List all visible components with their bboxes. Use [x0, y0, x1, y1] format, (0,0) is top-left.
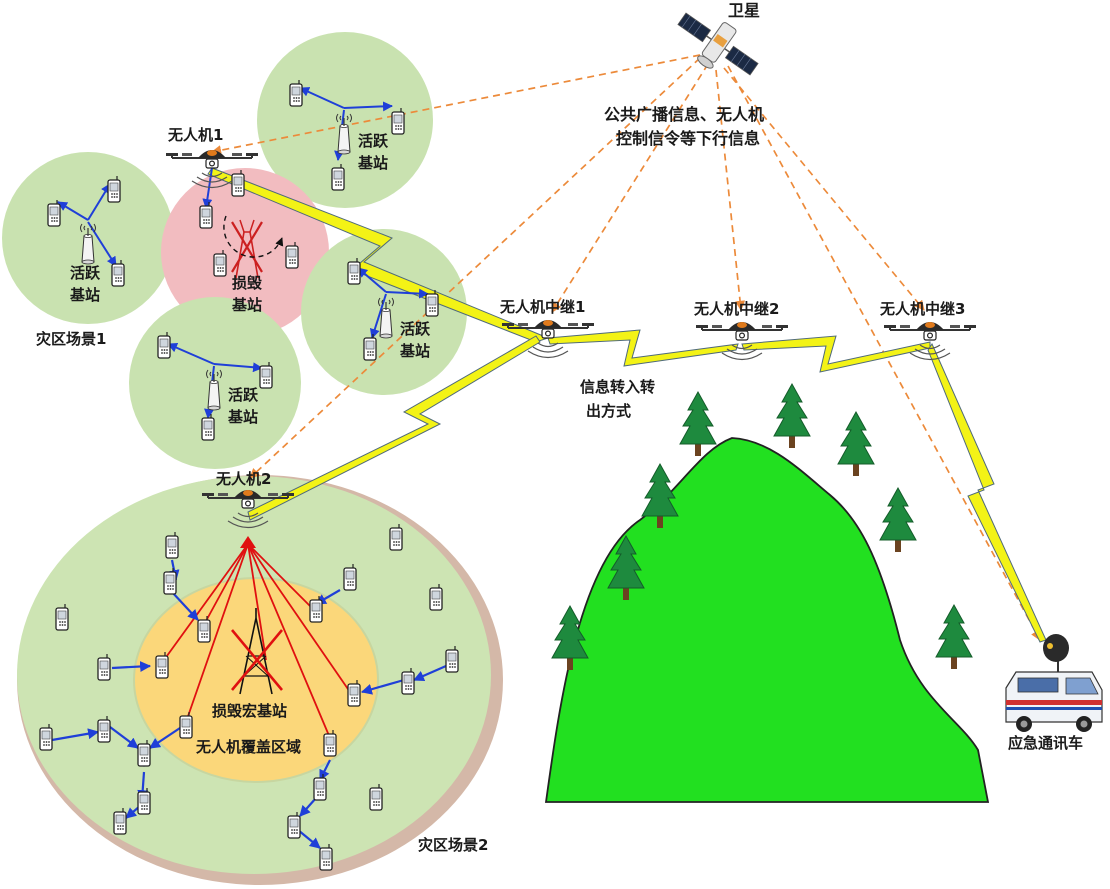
phone-icon: [259, 361, 273, 389]
phone-icon: [363, 333, 377, 361]
phone-icon: [199, 201, 213, 229]
label-drone-coverage: 无人机覆盖区域: [195, 738, 301, 756]
label-relay2: 无人机中继2: [693, 300, 779, 318]
label-bottom-active-bs-1: 活跃: [228, 386, 259, 404]
scene2-area: [17, 475, 503, 885]
phone-icon: [391, 107, 405, 135]
tree-icon: [935, 604, 973, 670]
label-right-active-bs-1: 活跃: [400, 320, 431, 338]
label-top-active-bs-1: 活跃: [358, 132, 389, 150]
satellite-icon: [677, 12, 759, 76]
label-emergency-vehicle: 应急通讯车: [1008, 734, 1083, 752]
phone-icon: [319, 843, 333, 871]
phone-icon: [107, 175, 121, 203]
phone-icon: [55, 603, 69, 631]
phone-icon: [201, 413, 215, 441]
phone-icon: [213, 249, 227, 277]
phone-icon: [287, 811, 301, 839]
tree-icon: [837, 411, 875, 477]
phone-icon: [347, 679, 361, 707]
phone-icon: [113, 807, 127, 835]
label-left-active-bs-2: 基站: [69, 286, 100, 304]
label-relay-mode-1: 信息转入转: [580, 378, 655, 396]
label-drone1: 无人机1: [167, 126, 223, 144]
phone-icon: [445, 645, 459, 673]
label-scene2: 灾区场景2: [418, 836, 488, 854]
tree-icon: [773, 383, 811, 449]
phone-icon: [137, 739, 151, 767]
phone-icon: [389, 523, 403, 551]
tree-icon: [679, 391, 717, 457]
phone-icon: [97, 715, 111, 743]
drone2-beams: [163, 543, 351, 739]
tree-icon: [879, 487, 917, 553]
labels: 卫星 公共广播信息、无人机 控制信令等下行信息 无人机1 无人机2 无人机中继1…: [36, 1, 1083, 854]
label-bottom-active-bs-2: 基站: [227, 408, 258, 426]
mountain: [544, 437, 990, 803]
label-damaged-macro-bs: 损毁宏基站: [212, 702, 287, 720]
phone-icon: [429, 583, 443, 611]
phone-icon: [137, 787, 151, 815]
phone-icon: [163, 567, 177, 595]
label-left-active-bs-1: 活跃: [70, 264, 101, 282]
phone-icon: [401, 667, 415, 695]
phone-icon: [165, 531, 179, 559]
drone2-beam-source: [240, 536, 256, 548]
phone-icon: [369, 783, 383, 811]
phone-icon: [39, 723, 53, 751]
label-drone2: 无人机2: [215, 470, 271, 488]
label-relay1: 无人机中继1: [499, 298, 585, 316]
phone-icon: [343, 563, 357, 591]
label-damaged-bs-2: 基站: [231, 296, 262, 314]
phone-icon: [323, 729, 337, 757]
phone-icon: [111, 259, 125, 287]
label-top-active-bs-2: 基站: [357, 154, 388, 172]
label-relay-mode-2: 出方式: [586, 402, 631, 420]
damaged-tower-icon: [231, 608, 283, 695]
phone-icon: [155, 651, 169, 679]
cell-top: [257, 32, 433, 208]
phone-icon: [157, 331, 171, 359]
drone-coverage-zone: [133, 577, 379, 783]
phone-icon: [331, 163, 345, 191]
label-broadcast-line1: 公共广播信息、无人机: [604, 105, 764, 124]
phone-icon: [197, 615, 211, 643]
phone-icon: [309, 595, 323, 623]
phone-icon: [347, 257, 361, 285]
phone-icon: [425, 289, 439, 317]
label-satellite: 卫星: [728, 1, 760, 20]
phone-icon: [47, 199, 61, 227]
phone-icon: [313, 773, 327, 801]
label-right-active-bs-2: 基站: [399, 342, 430, 360]
phone-icon: [285, 241, 299, 269]
label-scene1: 灾区场景1: [36, 330, 106, 348]
emergency-vehicle-icon: [1005, 634, 1103, 732]
scene1-links: [57, 87, 429, 419]
phone-icon: [97, 653, 111, 681]
phone-icon: [289, 79, 303, 107]
damaged-small-station: [223, 215, 284, 279]
label-damaged-bs-1: 损毁: [232, 274, 263, 292]
phone-icon: [231, 169, 245, 197]
phone-icon: [179, 711, 193, 739]
label-broadcast-line2: 控制信令等下行信息: [616, 129, 760, 148]
label-relay3: 无人机中继3: [879, 300, 965, 318]
